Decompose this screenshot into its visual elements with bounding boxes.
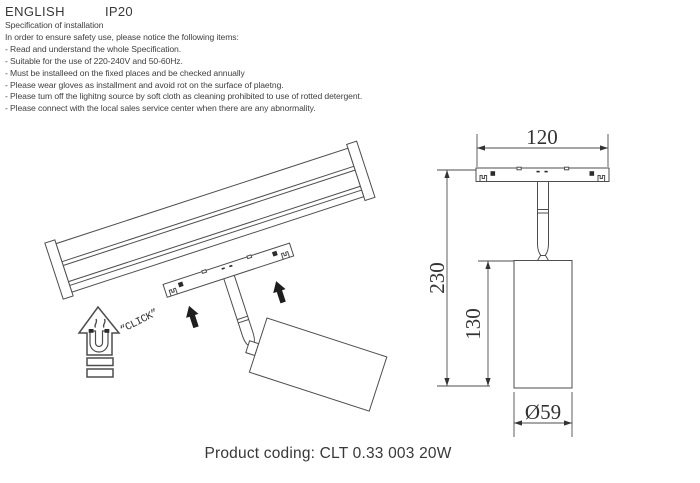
dim-label-130: 130 [461, 308, 485, 340]
ip-rating-label: IP20 [105, 4, 133, 19]
click-label: “CLICK” [118, 307, 160, 336]
stem-side [536, 181, 550, 261]
dim-body-height: 130 [461, 261, 491, 386]
spec-line: - Please connect with the local sales se… [5, 103, 316, 114]
magnet-attach-symbol [77, 305, 121, 378]
dim-label-230: 230 [425, 262, 449, 294]
dim-adapter-length: 120 [477, 125, 608, 151]
push-arrow-icon [182, 303, 203, 330]
spec-title: Specification of installation [5, 20, 104, 30]
magnetic-field-squiggles-icon [94, 318, 106, 328]
dim-label-diameter: Ø59 [525, 400, 561, 424]
magnet-icon [89, 330, 109, 353]
specification-text: Specification of installation In order t… [5, 20, 485, 115]
dim-label-120: 120 [526, 125, 558, 149]
extension-lines [437, 134, 609, 437]
spec-line: - Please wear gloves as installment and … [5, 79, 284, 90]
fixture-stem [223, 275, 255, 347]
push-arrow-icon [269, 278, 290, 306]
installation-figure: “CLICK” [44, 140, 388, 412]
dimension-figure: 120 230 130 Ø59 [425, 125, 610, 437]
magnetic-track [44, 140, 376, 300]
spec-line: - Please tum off the lighitng source by … [5, 91, 363, 102]
product-coding: Product coding: CLT 0.33 003 20W [204, 445, 452, 462]
adapter-plate-side [475, 166, 610, 182]
dim-total-height: 230 [425, 170, 450, 386]
mounting-bar [86, 368, 114, 378]
spec-line: - Suitable for the use of 220-240V and 5… [5, 55, 183, 66]
language-label: ENGLISH [5, 4, 65, 19]
dim-body-diameter: Ø59 [514, 400, 572, 426]
mounting-bar [86, 357, 114, 367]
spec-line: - Must be installeed on the fixed places… [5, 67, 245, 78]
spec-line: - Read and understand the whole Specific… [5, 43, 181, 54]
spot-head [245, 317, 388, 412]
spec-intro: In order to ensure safety use, please no… [5, 31, 239, 42]
cylinder-body [513, 260, 573, 389]
hollow-up-arrow-icon [77, 305, 121, 356]
header: ENGLISH IP20 [0, 3, 700, 21]
